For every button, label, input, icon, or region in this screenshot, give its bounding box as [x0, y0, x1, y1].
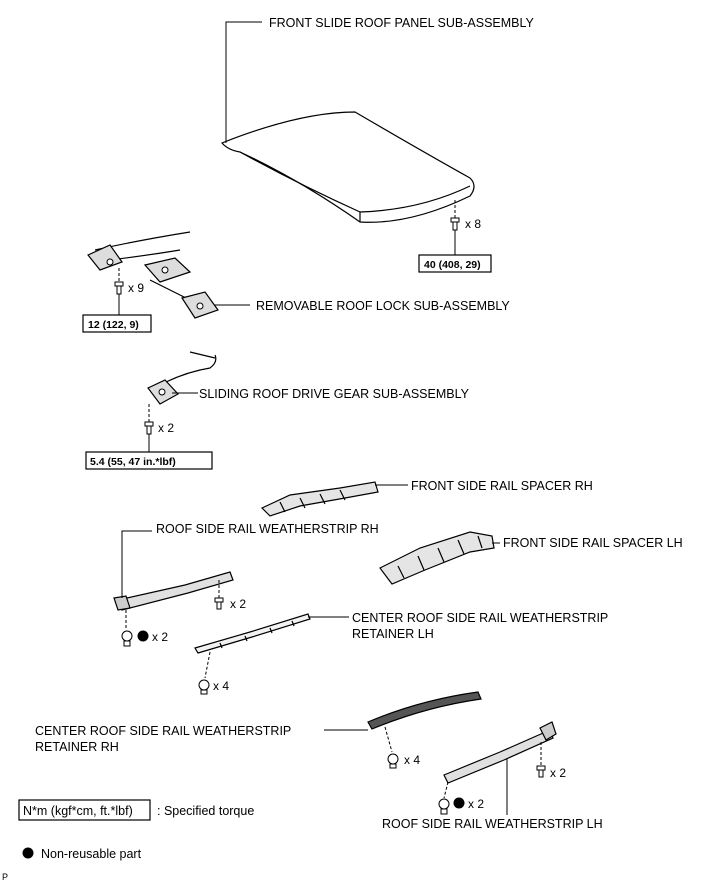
qty-lh-retainer-clips: x 4 — [213, 679, 229, 693]
legend-unit: N*m (kgf*cm, ft.*lbf) — [23, 804, 133, 818]
label-front-side-rail-spacer-rh: FRONT SIDE RAIL SPACER RH — [411, 479, 593, 493]
leader-front-slide-roof-panel — [225, 21, 262, 143]
qty-rh-weatherstrip-screws: x 2 — [230, 597, 246, 611]
legend-nonreusable-icon — [22, 847, 34, 859]
dash-lh-retainer-clip — [204, 651, 211, 679]
sliding-roof-drive-gear — [147, 351, 217, 405]
nonreusable-icon — [137, 630, 149, 642]
bolt-icon — [144, 421, 154, 435]
label-center-retainer-rh-2: RETAINER RH — [35, 740, 119, 754]
roof-side-rail-weatherstrip-rh — [113, 571, 234, 611]
label-roof-side-rail-weatherstrip-lh: ROOF SIDE RAIL WEATHERSTRIP LH — [382, 817, 603, 831]
dash-rh-retainer-clip — [384, 726, 393, 753]
label-center-retainer-lh-1: CENTER ROOF SIDE RAIL WEATHERSTRIP — [352, 611, 608, 625]
label-roof-side-rail-weatherstrip-rh: ROOF SIDE RAIL WEATHERSTRIP RH — [156, 522, 379, 536]
torque-box-panel — [418, 254, 492, 273]
dash-lh-clip — [443, 781, 449, 799]
qty-gear-bolts: x 2 — [158, 421, 174, 435]
torque-gear-bolts: 5.4 (55, 47 in.*lbf) — [90, 456, 176, 468]
front-side-rail-spacer-rh — [260, 481, 379, 517]
clip-icon — [387, 753, 399, 769]
label-center-retainer-lh-2: RETAINER LH — [352, 627, 434, 641]
label-center-retainer-rh-1: CENTER ROOF SIDE RAIL WEATHERSTRIP — [35, 724, 291, 738]
qty-rh-weatherstrip-clips: x 2 — [152, 630, 168, 644]
legend-unit-box — [18, 799, 151, 821]
front-slide-roof-panel — [220, 111, 475, 223]
screw-icon — [214, 597, 224, 610]
leader-weatherstrip-rh — [121, 530, 152, 598]
label-front-side-rail-spacer-lh: FRONT SIDE RAIL SPACER LH — [503, 536, 683, 550]
label-sliding-roof-drive-gear: SLIDING ROOF DRIVE GEAR SUB-ASSEMBLY — [199, 387, 470, 401]
center-retainer-lh — [194, 613, 311, 654]
clip-icon — [198, 679, 210, 695]
removable-roof-lock — [87, 231, 219, 319]
qty-lh-weatherstrip-screws: x 2 — [550, 766, 566, 780]
center-retainer-rh — [367, 691, 482, 730]
clip-icon — [438, 798, 450, 815]
qty-lock-bolts: x 9 — [128, 281, 144, 295]
bolt-icon — [450, 217, 460, 231]
front-side-rail-spacer-lh — [379, 531, 495, 585]
label-front-slide-roof-panel: FRONT SLIDE ROOF PANEL SUB-ASSEMBLY — [269, 16, 535, 30]
torque-box-gear — [85, 451, 213, 470]
torque-box-lock — [82, 314, 152, 333]
screw-icon — [536, 765, 546, 778]
bolt-icon — [114, 281, 124, 295]
qty-lh-weatherstrip-clips: x 2 — [468, 797, 484, 811]
corner-mark: P — [2, 872, 8, 882]
qty-rh-retainer-clips: x 4 — [404, 753, 420, 767]
legend-unit-desc: : Specified torque — [157, 804, 254, 818]
legend-nonreusable: Non-reusable part — [41, 847, 142, 861]
torque-panel-bolts: 40 (408, 29) — [424, 259, 481, 271]
label-removable-roof-lock: REMOVABLE ROOF LOCK SUB-ASSEMBLY — [256, 299, 510, 313]
qty-panel-bolts: x 8 — [465, 217, 481, 231]
torque-lock-bolts: 12 (122, 9) — [88, 319, 139, 331]
clip-icon — [121, 630, 133, 647]
nonreusable-icon — [453, 797, 465, 809]
